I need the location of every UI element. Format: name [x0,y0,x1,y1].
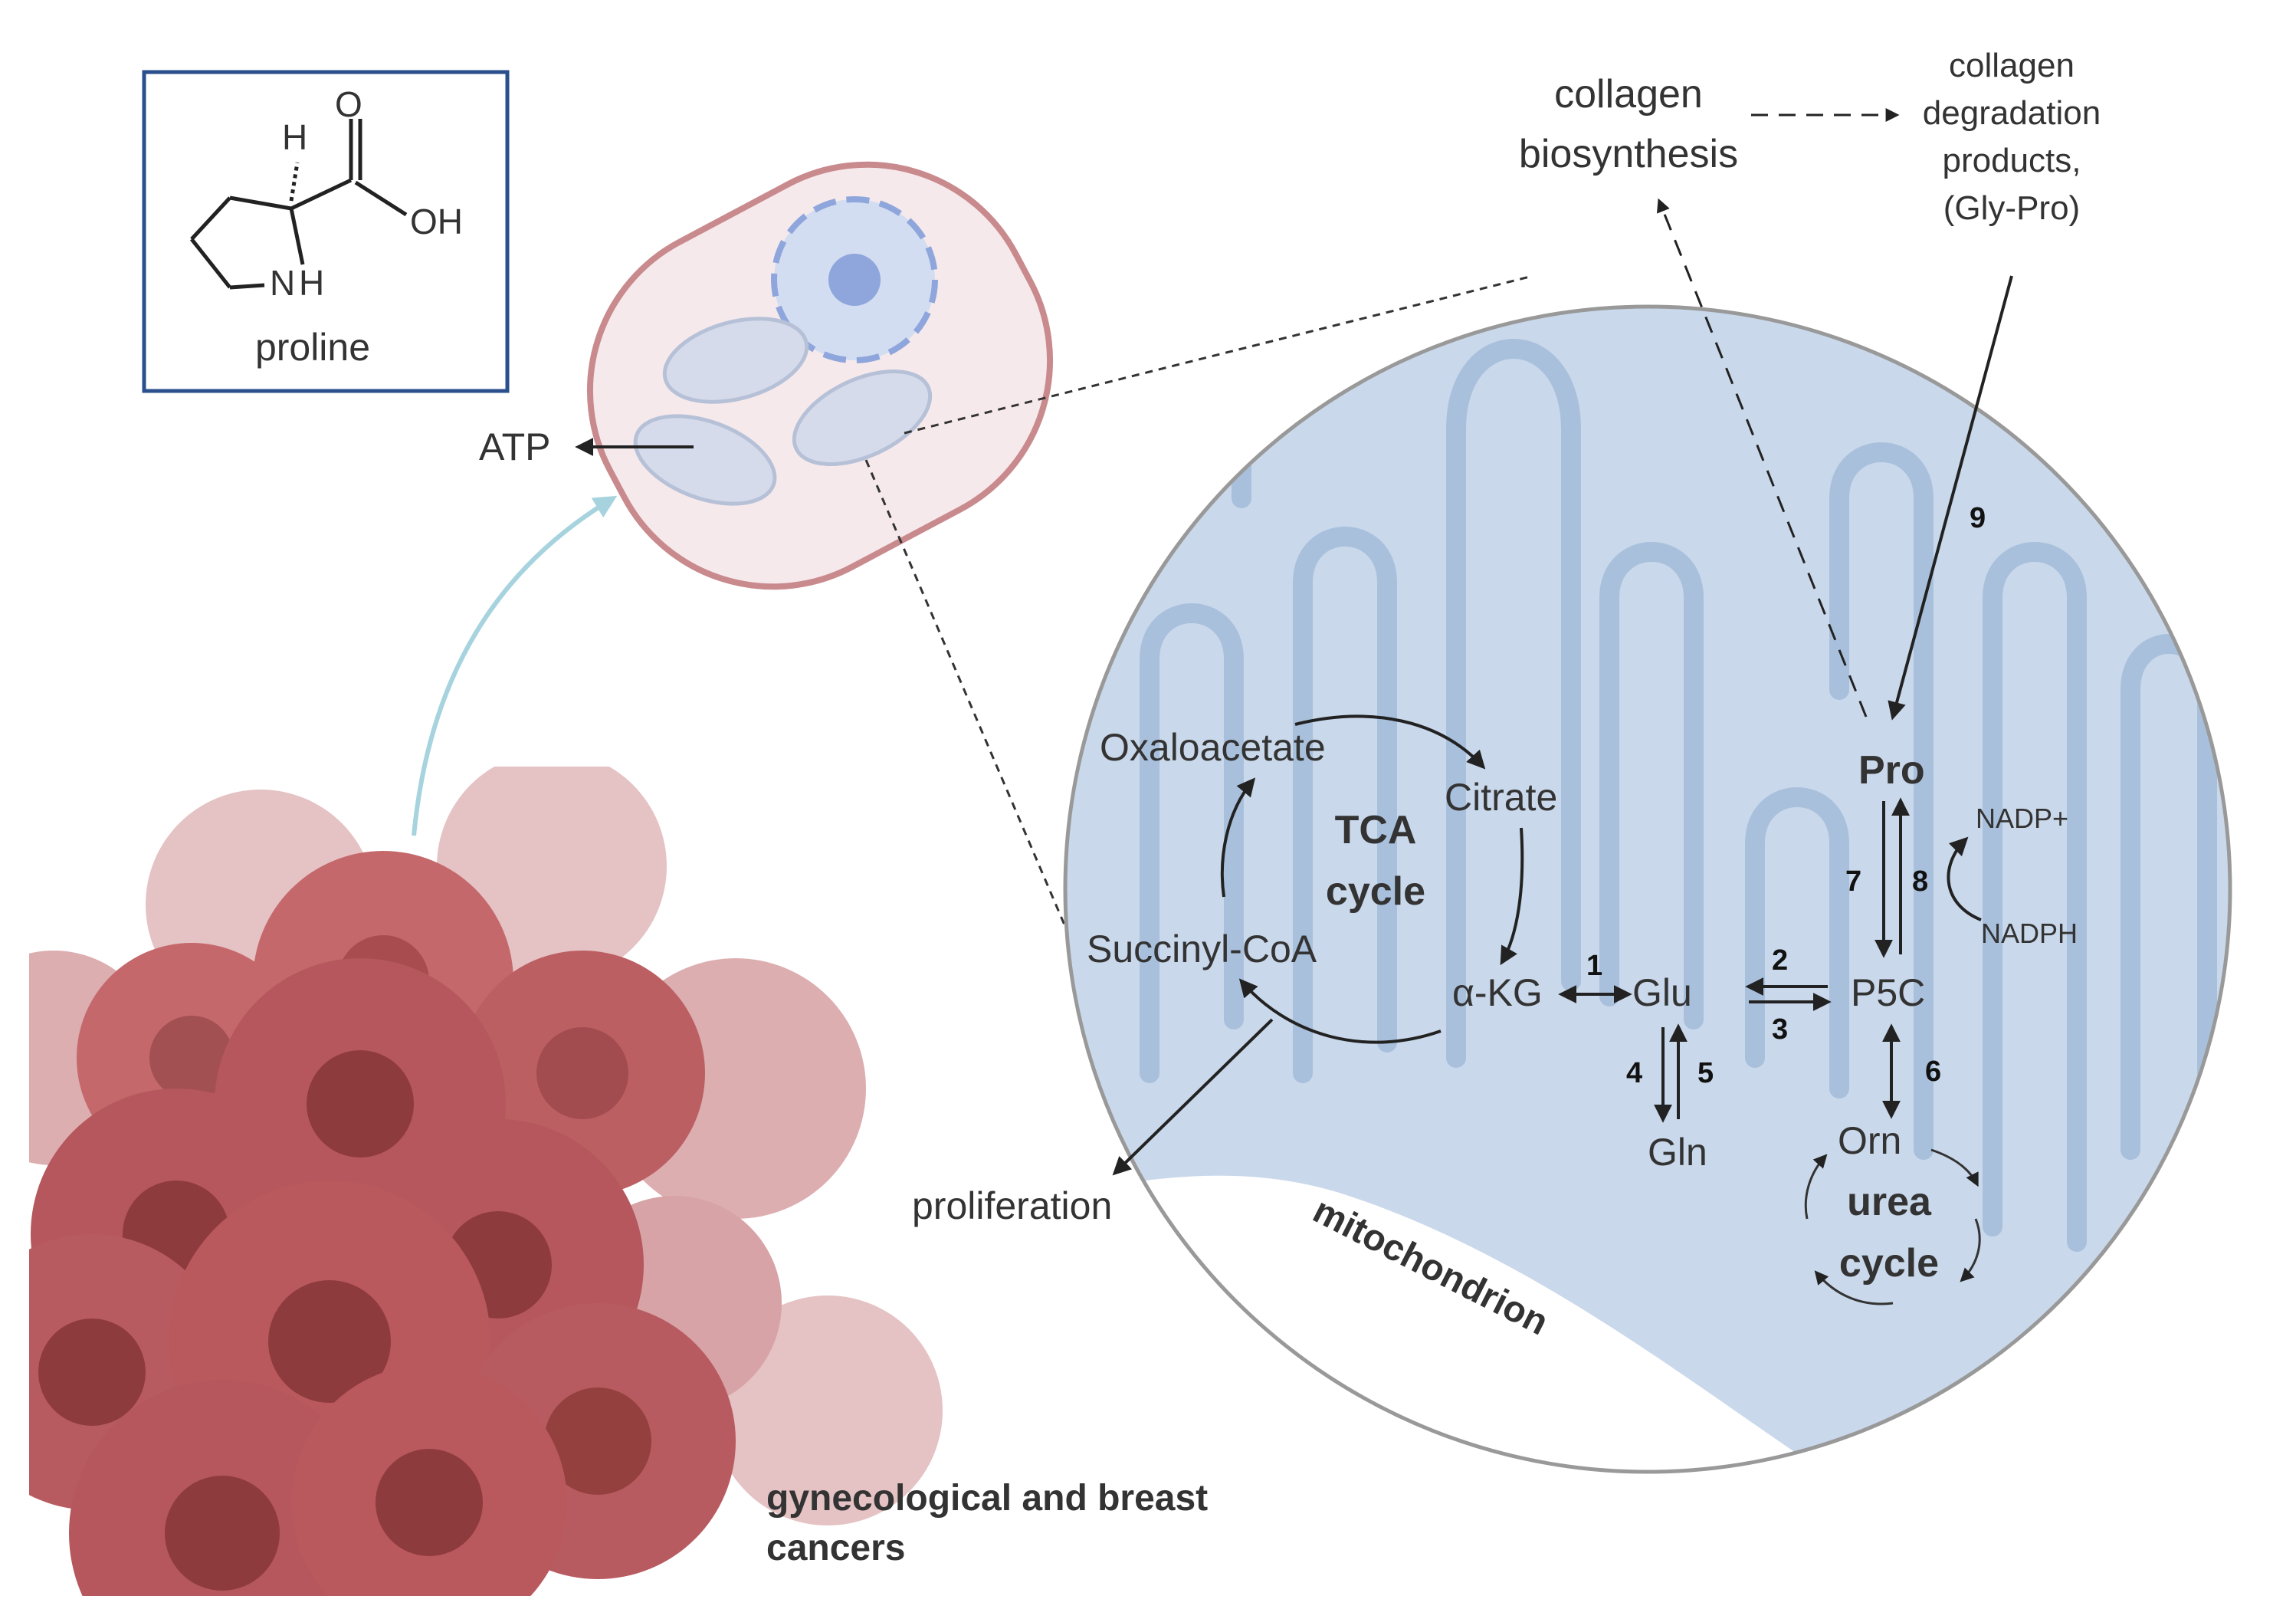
tumor-to-cell-arrow [412,495,618,836]
urea-label-line2: cycle [1839,1241,1939,1286]
atp-label: ATP [479,425,551,468]
step-4: 4 [1626,1057,1642,1089]
collagen-biosynthesis-line1: collagen [1554,72,1703,117]
pro-label: Pro [1858,748,1925,793]
urea-cycle-arrows [1804,1148,1981,1305]
succinyl-coa-label: Succinyl-CoA [1087,928,1317,970]
step-9: 9 [1970,502,1986,534]
step-5: 5 [1697,1057,1714,1089]
nadph-nadp-arrow [1947,836,1982,921]
proline-atom-n: N [270,263,295,303]
akg-label: α-KG [1452,971,1543,1014]
glu-label: Glu [1632,971,1692,1014]
collagen-degradation-line1: collagen [1949,47,2075,84]
proline-structure-box: H O OH N H proline [142,70,510,393]
proline-atom-oh: OH [410,202,463,241]
gln-label: Gln [1648,1131,1707,1174]
zoom-line-top [904,274,1533,435]
orn-label: Orn [1838,1119,1901,1162]
cell-mitochondria [633,317,933,506]
step-8: 8 [1912,865,1928,898]
proliferation-label: proliferation [912,1184,1112,1227]
nadph-label: NADPH [1981,918,2078,949]
tca-label-line2: cycle [1326,869,1425,914]
mitochondrion-zoom [1063,304,2232,1474]
collagen-degradation-line2: degradation [1923,94,2101,132]
pro-to-collagen-arrow [1657,198,1868,718]
proliferation-arrow [1112,1018,1274,1176]
collagen-degradation-line4: (Gly-Pro) [1943,189,2080,227]
cell [586,161,1054,590]
proline-skeleton [190,119,408,290]
oxaloacetate-label: Oxaloacetate [1100,726,1326,769]
cristae [1140,339,2217,1252]
step-2: 2 [1772,944,1788,977]
tumor-cluster [29,767,943,1596]
step-1: 1 [1586,950,1602,982]
tca-label-line1: TCA [1335,808,1417,852]
cancer-label-line1: gynecological and breast [766,1478,1208,1519]
tca-cycle-arrows [1220,714,1524,1044]
step-6: 6 [1925,1056,1941,1088]
step-3: 3 [1772,1013,1788,1046]
collagen-biosynthesis-line2: biosynthesis [1519,132,1738,176]
proline-label: proline [255,326,370,369]
nucleus [771,196,938,363]
p5c-label: P5C [1851,971,1925,1014]
step-7: 7 [1845,865,1861,898]
pathway-arrows [1558,108,2013,1123]
collagen-degradation-line3: products, [1943,142,2081,179]
cancer-cell [291,1364,567,1596]
step-numbers: 1 2 3 4 5 6 7 8 9 [1586,502,1986,1089]
urea-label-line1: urea [1847,1180,1932,1224]
collagen-degradation-arrow-9 [1888,275,2013,721]
proline-atom-nh-h: H [299,263,324,303]
nadp-plus-label: NADP+ [1976,803,2068,834]
proline-atom-h: H [282,117,307,157]
cancer-label-line2: cancers [766,1528,905,1568]
citrate-label: Citrate [1445,776,1557,819]
proline-atom-o: O [335,84,362,124]
